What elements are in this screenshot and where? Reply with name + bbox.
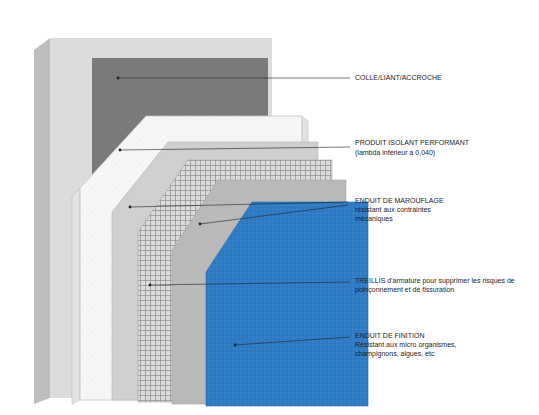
layer-name: COLLE/LIANT/ACCROCHE bbox=[355, 73, 442, 82]
leader-dot bbox=[234, 344, 237, 347]
layer-name: ENDUIT DE FINITION bbox=[355, 331, 424, 340]
leader-dot bbox=[117, 77, 120, 80]
leader-line bbox=[118, 78, 350, 79]
layer-note: TREILLIS d'armature pour supprimer les r… bbox=[355, 276, 533, 294]
layer-note: Résistant aux micro organismes, champign… bbox=[355, 340, 483, 358]
leader-dot bbox=[129, 206, 132, 209]
layer-note: (lambda inférieur à 0,040) bbox=[355, 148, 435, 157]
wall-side bbox=[34, 38, 50, 404]
layer-name: ENDUIT DE MAROUFLAGE bbox=[355, 196, 444, 205]
leader-dot bbox=[119, 149, 122, 152]
leader-line bbox=[120, 147, 350, 150]
layer-name: PRODUIT ISOLANT PERFORMANT bbox=[355, 138, 469, 147]
layer-note: résistant aux contraintes mécaniques bbox=[355, 205, 455, 223]
insulation-edge bbox=[72, 188, 80, 404]
leader-line bbox=[235, 337, 350, 345]
leader-line bbox=[150, 282, 350, 285]
finish-coat bbox=[206, 202, 368, 406]
leader-line bbox=[200, 205, 348, 224]
leader-dot bbox=[149, 284, 152, 287]
leader-dot bbox=[199, 223, 202, 226]
leader-line bbox=[130, 202, 348, 207]
